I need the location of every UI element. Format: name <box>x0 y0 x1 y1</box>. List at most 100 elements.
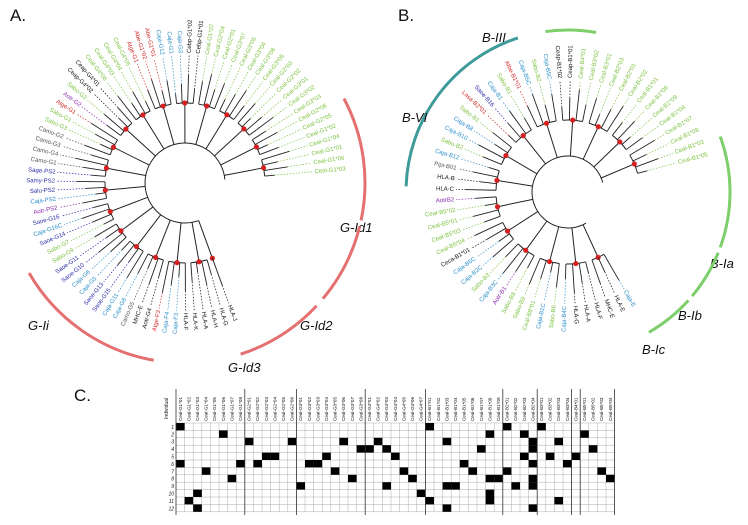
column-header: Ceal-B1*02 <box>436 397 441 421</box>
bootstrap-node <box>107 208 113 215</box>
branch <box>206 259 212 275</box>
column-header: Ceal-B3*01 <box>539 397 544 421</box>
filled-cell <box>485 489 495 497</box>
column-header: Ceal-G1*01 <box>178 397 183 421</box>
column-header: Ceal-G4*01 <box>367 397 372 421</box>
bootstrap-node <box>595 254 601 261</box>
taxon-label: HLA-G <box>217 307 228 327</box>
branch <box>198 220 213 259</box>
branch <box>515 251 529 272</box>
filled-cell <box>485 474 495 483</box>
bootstrap-node <box>241 126 247 132</box>
branch <box>508 135 517 143</box>
leader-line <box>57 171 92 176</box>
branch <box>132 91 146 114</box>
bootstrap-node <box>520 133 526 139</box>
branch <box>482 156 502 165</box>
bootstrap-node <box>204 103 210 109</box>
leader-line <box>654 134 665 141</box>
taxon-label: Ceal-B1*05 <box>677 152 709 166</box>
branch <box>105 186 146 191</box>
filled-cell <box>373 437 383 446</box>
filled-cell <box>244 437 254 446</box>
bootstrap-node <box>133 243 140 250</box>
leader-line <box>456 197 476 200</box>
leader-line <box>210 274 221 307</box>
branch <box>532 94 544 125</box>
leader-line <box>610 92 621 110</box>
filled-cell <box>442 504 452 512</box>
branch <box>591 259 601 284</box>
column-header: Ceal-G2*03 <box>264 397 269 421</box>
branch <box>158 259 164 278</box>
column-header: Ceal-B2*01 <box>505 397 510 421</box>
branch <box>612 122 623 136</box>
filled-cell <box>339 437 348 446</box>
branch <box>166 80 172 105</box>
leader-line <box>194 55 199 90</box>
branch <box>540 260 547 279</box>
taxon-label: Ceal-G1*06 <box>313 155 346 166</box>
branch <box>84 144 111 156</box>
leader-line <box>211 58 216 75</box>
branch <box>92 213 112 223</box>
filled-cell <box>365 445 374 453</box>
taxon-label: Caja-G12 <box>154 29 164 56</box>
branch <box>621 136 631 145</box>
filled-cell <box>494 474 503 483</box>
branch <box>95 192 106 195</box>
branch <box>191 222 200 262</box>
leader-line <box>459 216 474 221</box>
taxon-label: Caja-B12 <box>434 149 460 162</box>
column-header: Ceal-G1*06 <box>221 397 226 421</box>
leader-line <box>539 83 546 106</box>
tree-b: Ceal-B1*05Ceal-B1*03Ceal-B1*08Ceal-B1*07… <box>402 28 734 357</box>
leader-line <box>61 207 94 217</box>
taxon-label: Camo-G1 <box>30 157 57 167</box>
root-arc <box>531 155 604 229</box>
taxon-label: HLA-E <box>612 295 625 314</box>
leader-line <box>65 137 85 146</box>
leader-line <box>646 143 670 155</box>
branch <box>480 181 497 185</box>
taxon-labels: Ceal-G1*03Ceal-G1*06Ceal-G1*01Ceal-G1*04… <box>26 19 346 334</box>
leader-line <box>647 162 677 172</box>
filled-cell <box>322 452 331 460</box>
filled-cell <box>606 474 615 483</box>
column-header: Ceal-B1*09 <box>496 397 501 421</box>
filled-cell <box>528 437 538 446</box>
leader-line <box>202 56 208 82</box>
taxon-label: MHC-E <box>603 299 615 320</box>
column-header: Ceal-B4*01 <box>573 397 578 421</box>
filled-cell <box>287 437 297 446</box>
tree-a: Ceal-G1*03Ceal-G1*06Ceal-G1*01Ceal-G1*04… <box>26 19 372 375</box>
leader-line <box>150 277 159 307</box>
taxon-labels: Ceal-B1*05Ceal-B1*03Ceal-B1*08Ceal-B1*07… <box>425 45 710 332</box>
leader-line <box>121 71 134 93</box>
leader-line <box>457 205 486 211</box>
matrix-grid <box>175 422 615 513</box>
column-header: Ceal-G2*04 <box>272 397 277 421</box>
branch <box>527 255 535 269</box>
branch <box>103 218 114 225</box>
leader-line <box>141 283 150 304</box>
branch <box>82 197 107 204</box>
filled-cell <box>356 445 366 453</box>
bootstrap-node <box>103 165 109 171</box>
taxon-label: Cebp-G1*02 <box>187 19 194 53</box>
taxon-label: Sabo-B6 <box>549 304 558 329</box>
leader-line <box>110 261 130 288</box>
column-header: Ceal-G4*04 <box>393 397 398 421</box>
branch <box>106 167 146 177</box>
filled-cell <box>201 467 211 475</box>
column-header: Ceal-B3*03 <box>556 397 561 421</box>
leader-line <box>494 107 509 124</box>
branch <box>571 227 577 264</box>
bootstrap-node <box>573 260 579 267</box>
row-label: 6 <box>171 462 174 468</box>
leader-line <box>634 110 646 122</box>
branch <box>147 90 156 109</box>
clade-label: B-VI <box>402 110 428 125</box>
branch <box>585 261 589 273</box>
